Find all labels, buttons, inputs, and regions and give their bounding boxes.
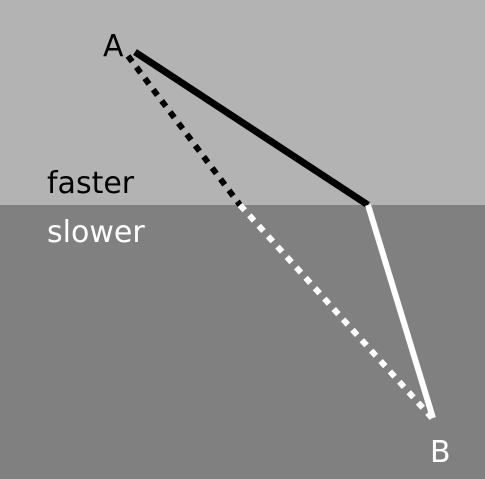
straight-path-lower-segment — [237, 202, 435, 421]
refracted-path-lower-segment — [365, 204, 436, 419]
point-a-label: A — [103, 29, 124, 64]
refracted-path-upper-segment — [133, 49, 370, 208]
straight-path-upper-segment — [125, 54, 243, 207]
slower-region-label: slower — [47, 215, 145, 250]
faster-region-label: faster — [47, 166, 135, 201]
faster-medium-region — [0, 0, 485, 205]
slower-medium-region — [0, 205, 485, 479]
point-b-label: B — [430, 435, 451, 470]
